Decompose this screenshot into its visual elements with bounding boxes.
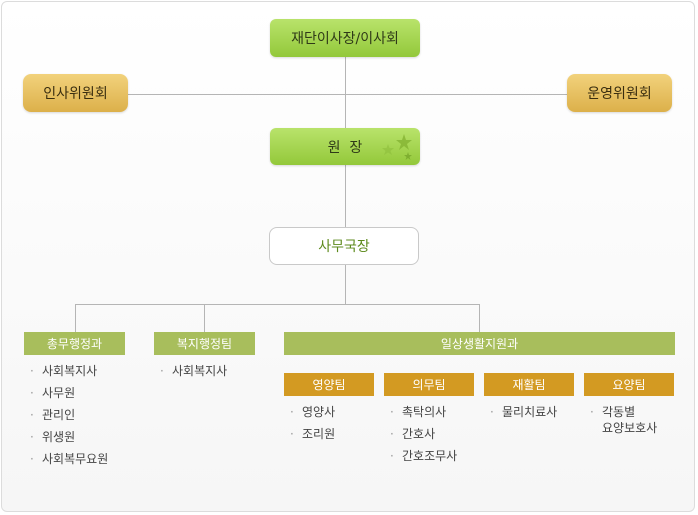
list-item: 영양사 bbox=[290, 404, 380, 426]
medical-staff-list: 촉탁의사 간호사 간호조무사 bbox=[390, 404, 480, 470]
team-nutrition: 영양팀 bbox=[284, 373, 374, 396]
connector-dept-1 bbox=[75, 304, 76, 332]
team-care-label: 요양팀 bbox=[612, 378, 646, 392]
team-nutrition-label: 영양팀 bbox=[312, 378, 346, 392]
connector-dept-3 bbox=[479, 304, 480, 332]
board-label: 재단이사장/이사회 bbox=[291, 31, 399, 47]
list-item: 촉탁의사 bbox=[390, 404, 480, 426]
care-staff-list: 각동별 요양보호사 bbox=[590, 404, 680, 438]
list-item: 사회복지사 bbox=[30, 363, 130, 385]
general-affairs-staff-list: 사회복지사 사무원 관리인 위생원 사회복무요원 bbox=[30, 363, 130, 473]
team-rehab: 재활팀 bbox=[484, 373, 574, 396]
rehab-staff-list: 물리치료사 bbox=[490, 404, 580, 426]
list-item: 간호사 bbox=[390, 426, 480, 448]
team-rehab-label: 재활팀 bbox=[512, 378, 546, 392]
list-item: 위생원 bbox=[30, 429, 130, 451]
board-box: 재단이사장/이사회 bbox=[270, 19, 420, 57]
list-item: 간호조무사 bbox=[390, 448, 480, 470]
dept-general-affairs: 총무행정과 bbox=[24, 332, 125, 355]
director-label: 원 장 bbox=[327, 139, 363, 156]
connector-dept-2 bbox=[204, 304, 205, 332]
nutrition-staff-list: 영양사 조리원 bbox=[290, 404, 380, 448]
list-item: 관리인 bbox=[30, 407, 130, 429]
secretary-box: 사무국장 bbox=[269, 227, 419, 265]
director-box: 원 장 bbox=[270, 128, 420, 165]
connector-departments bbox=[75, 304, 479, 305]
list-item: 사회복지사 bbox=[160, 363, 260, 385]
right-committee-box: 운영위원회 bbox=[567, 74, 672, 112]
list-item: 각동별 요양보호사 bbox=[590, 404, 680, 438]
team-medical-label: 의무팀 bbox=[412, 378, 446, 392]
dept-welfare-admin: 복지행정팀 bbox=[154, 332, 255, 355]
left-committee-box: 인사위원회 bbox=[23, 74, 128, 112]
list-item: 물리치료사 bbox=[490, 404, 580, 426]
dept-daily-life-label: 일상생활지원과 bbox=[440, 337, 519, 351]
list-item: 조리원 bbox=[290, 426, 380, 448]
dept-daily-life: 일상생활지원과 bbox=[284, 332, 675, 355]
dept-welfare-admin-label: 복지행정팀 bbox=[176, 337, 233, 351]
star-decoration-icon bbox=[382, 134, 412, 160]
left-committee-label: 인사위원회 bbox=[43, 86, 108, 102]
list-item: 사무원 bbox=[30, 385, 130, 407]
list-item: 사회복무요원 bbox=[30, 451, 130, 473]
team-care: 요양팀 bbox=[584, 373, 674, 396]
welfare-admin-staff-list: 사회복지사 bbox=[160, 363, 260, 385]
connector-committees bbox=[128, 94, 568, 95]
team-medical: 의무팀 bbox=[384, 373, 474, 396]
connector-secretary-down bbox=[345, 264, 346, 304]
secretary-label: 사무국장 bbox=[318, 239, 370, 255]
right-committee-label: 운영위원회 bbox=[587, 86, 652, 102]
dept-general-affairs-label: 총무행정과 bbox=[46, 337, 103, 351]
